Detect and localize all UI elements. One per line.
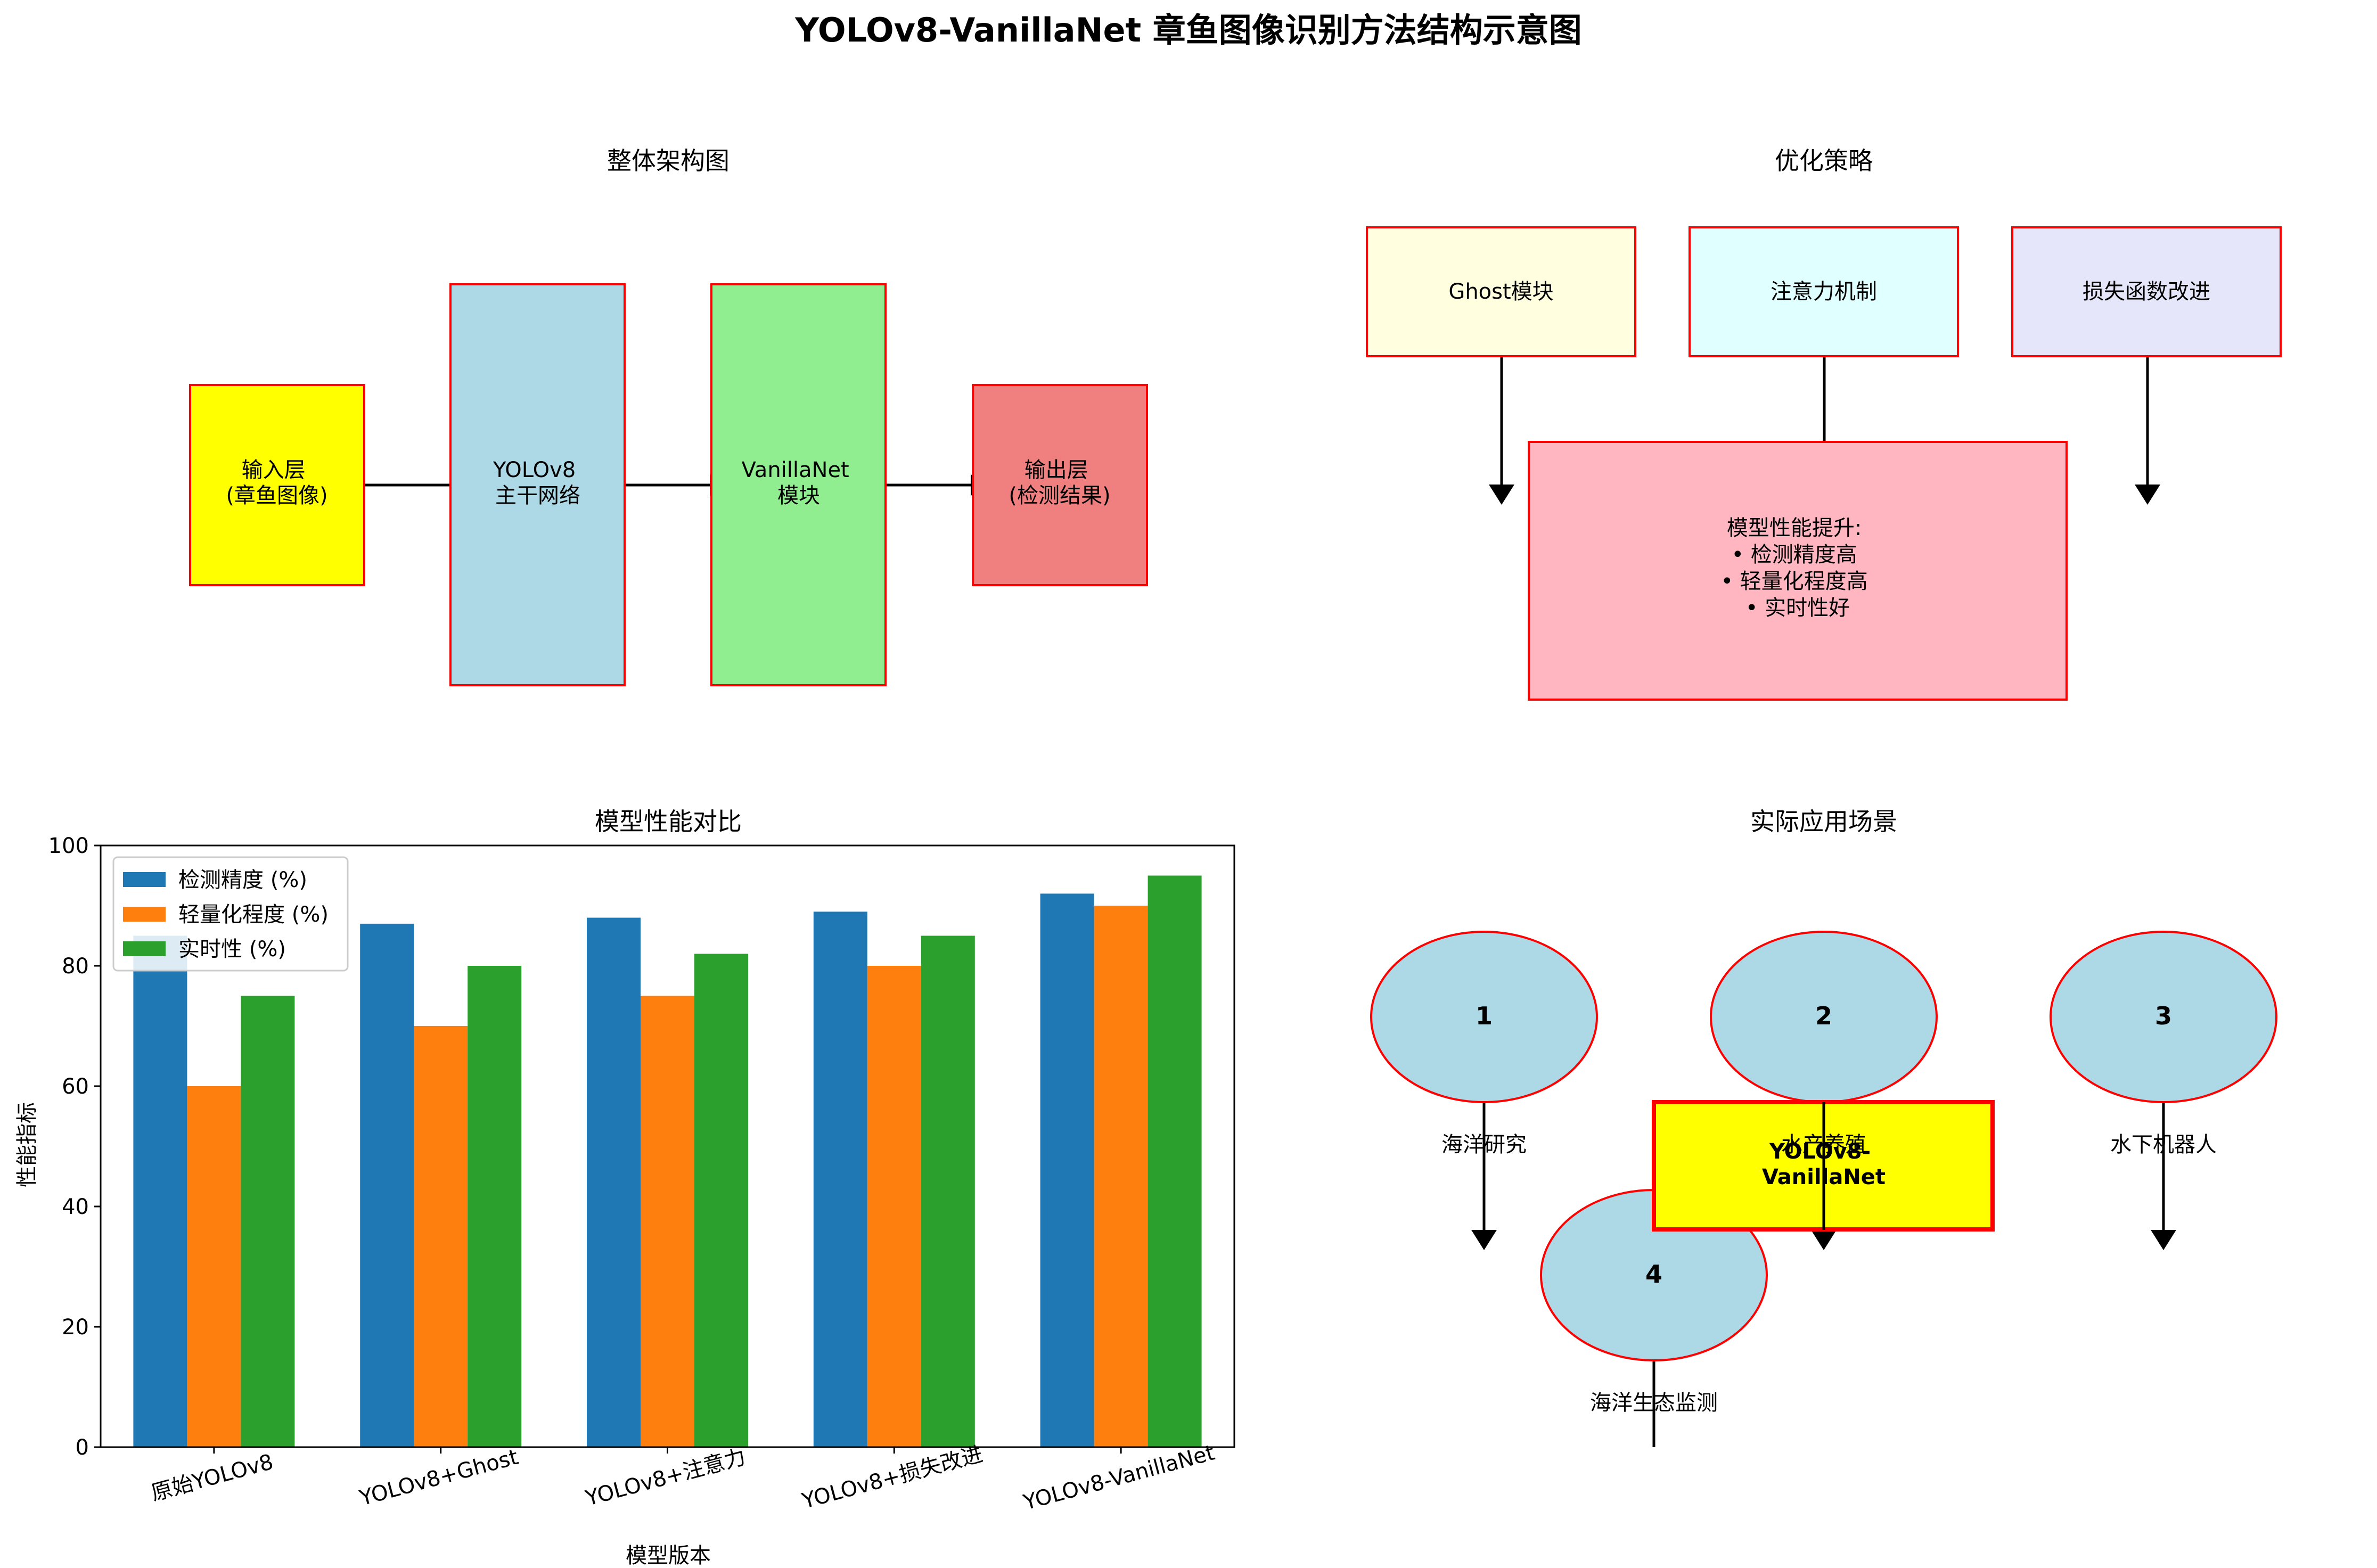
application-number-2: 2 — [1815, 1001, 1832, 1030]
backbone-block: YOLOv8 主干网络 — [449, 283, 626, 686]
performance-chart: 模型性能对比 原始YOLOv8 YOLOv8+Ghost YOLOv8+注意力 YOL… — [15, 807, 1235, 1568]
arrowhead — [2151, 1230, 2176, 1250]
legend-label: 检测精度 (%) — [178, 868, 307, 892]
bar-1-2 — [360, 923, 414, 1447]
legend-swatch — [123, 941, 166, 956]
backbone-label: YOLOv8 主干网络 — [493, 458, 583, 508]
center-model-box: 水产养殖 YOLOv8- VanillaNet — [1652, 1100, 1995, 1232]
optimization-title: 优化策略 — [1775, 146, 1873, 175]
legend-swatch — [123, 907, 166, 922]
strategy-loss: 损失函数改进 — [2011, 226, 2282, 357]
application-label-1: 海洋研究 — [1441, 1132, 1527, 1157]
bar-2-1 — [187, 1086, 241, 1447]
legend-label: 轻量化程度 (%) — [178, 902, 329, 927]
application-connectors — [1471, 1102, 2176, 1447]
strategy-attention-label: 注意力机制 — [1771, 280, 1877, 304]
arrowhead — [2135, 485, 2160, 505]
plot-frame — [100, 844, 1235, 1448]
bar-3-4 — [921, 935, 975, 1447]
figure-title: YOLOv8-VanillaNet 章鱼图像识别方法结构示意图 — [794, 11, 1582, 50]
y-tick-label: 100 — [48, 834, 89, 858]
output-layer-block: 输出层 (检测结果) — [972, 384, 1148, 586]
application-node-1: 1 海洋研究 — [1370, 931, 1598, 1157]
x-tick-label: 原始YOLOv8 — [149, 1450, 276, 1506]
input-layer-block: 输入层 (章鱼图像) — [189, 384, 365, 586]
y-tick-label: 80 — [62, 954, 89, 979]
arrowhead — [1811, 1230, 1837, 1250]
strategy-ghost-label: Ghost模块 — [1448, 280, 1553, 304]
chart-legend: 检测精度 (%) 轻量化程度 (%) 实时性 (%) — [112, 856, 349, 972]
application-node-4: 4 海洋生态监测 — [1540, 1189, 1768, 1415]
legend-label: 实时性 (%) — [178, 937, 286, 962]
application-node-2: 2 — [1710, 931, 1938, 1103]
vanillanet-block: VanillaNet 模块 — [710, 283, 887, 686]
bar-2-2 — [414, 1026, 468, 1447]
output-layer-label: 输出层 (检测结果) — [1009, 458, 1110, 508]
application-number-4: 4 — [1645, 1260, 1662, 1288]
input-layer-label: 输入层 (章鱼图像) — [226, 458, 327, 508]
strategy-loss-label: 损失函数改进 — [2083, 280, 2210, 304]
performance-result-text: 模型性能提升: • 检测精度高 • 轻量化程度高 • 实时性好 — [1720, 516, 1874, 620]
arrowhead — [1489, 485, 1514, 505]
bar-3-5 — [1147, 875, 1202, 1447]
y-tick-label: 60 — [62, 1074, 89, 1099]
bar-1-4 — [813, 912, 867, 1447]
strategy-ghost: Ghost模块 — [1366, 226, 1636, 357]
legend-swatch — [123, 872, 166, 887]
x-tick-label: YOLOv8+注意力 — [583, 1444, 748, 1511]
bar-3-1 — [241, 996, 295, 1447]
applications-title: 实际应用场景 — [1750, 807, 1897, 836]
bar-1-1 — [133, 935, 187, 1447]
chart-bars — [133, 875, 1202, 1447]
application-label-3: 水下机器人 — [2110, 1132, 2217, 1157]
performance-result-box: 模型性能提升: • 检测精度高 • 轻量化程度高 • 实时性好 — [1528, 441, 2068, 701]
vanillanet-label: VanillaNet 模块 — [742, 458, 856, 508]
bar-2-3 — [641, 996, 694, 1447]
optimization-panel: 优化策略 模型性能提升: • 检测精度高 • 轻量化程度高 • 实时性好 Gho… — [1366, 146, 2282, 701]
chart-title: 模型性能对比 — [595, 807, 742, 836]
chart-xlabel: 模型版本 — [626, 1544, 711, 1568]
bar-3-3 — [694, 954, 748, 1447]
x-tick-label: YOLOv8-VanillaNet — [1020, 1440, 1217, 1515]
strategy-attention: 注意力机制 — [1689, 226, 1959, 357]
bar-3-2 — [468, 966, 522, 1447]
legend-frame — [112, 856, 349, 972]
bar-2-4 — [867, 966, 921, 1447]
architecture-title: 整体架构图 — [607, 146, 730, 175]
application-number-1: 1 — [1476, 1001, 1493, 1030]
chart-ylabel: 性能指标 — [15, 1102, 39, 1187]
bar-1-3 — [587, 917, 641, 1447]
bar-1-5 — [1040, 893, 1094, 1447]
x-tick-label: YOLOv8+Ghost — [357, 1445, 521, 1511]
bar-2-5 — [1094, 906, 1148, 1447]
x-tick-label: YOLOv8+损失改进 — [799, 1442, 986, 1514]
y-tick-label: 40 — [62, 1195, 89, 1219]
y-tick-label: 0 — [76, 1435, 89, 1460]
arrowhead — [1471, 1230, 1497, 1250]
applications-panel: 实际应用场景 1 海洋研究 2 3 水下机器人 4 海洋生态监测 — [1370, 807, 2277, 1447]
application-number-3: 3 — [2155, 1001, 2172, 1030]
application-label-4: 海洋生态监测 — [1590, 1391, 1718, 1415]
application-node-3: 3 水下机器人 — [2050, 931, 2277, 1157]
y-tick-label: 20 — [62, 1315, 89, 1340]
architecture-panel: 整体架构图 输入层 (章鱼图像) YOLOv8 主干网络 — [189, 146, 1148, 686]
